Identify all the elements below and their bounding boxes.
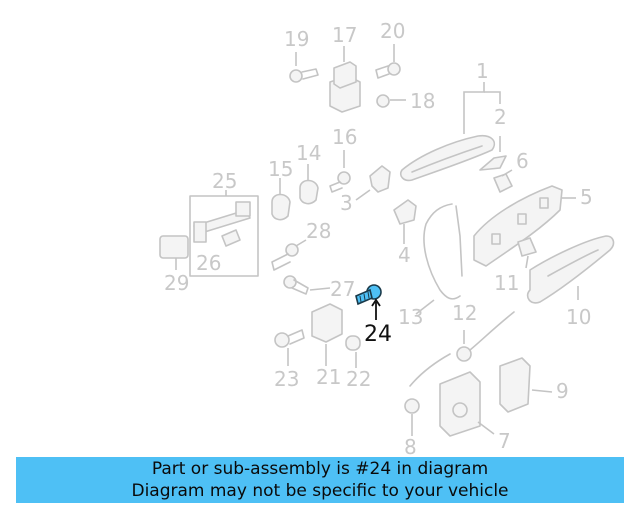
callout-21: 21 xyxy=(316,365,341,389)
callout-18: 18 xyxy=(410,89,435,113)
part-2-handle-cap xyxy=(479,136,507,171)
callout-9: 9 xyxy=(556,379,569,403)
callout-20: 20 xyxy=(380,19,405,43)
callout-4: 4 xyxy=(398,243,411,267)
part-27-bolt xyxy=(283,275,331,295)
callout-19: 19 xyxy=(284,27,309,51)
part-8-bolt xyxy=(404,398,420,436)
part-7-latch xyxy=(439,371,495,437)
part-14-pad xyxy=(299,164,319,205)
part-28-bolt xyxy=(271,239,307,271)
callout-7: 7 xyxy=(498,429,511,453)
callout-28: 28 xyxy=(306,219,331,243)
callout-14: 14 xyxy=(296,141,321,165)
callout-27: 27 xyxy=(330,277,355,301)
callout-25: 25 xyxy=(212,169,237,193)
part-17-hinge xyxy=(329,46,361,113)
callout-13: 13 xyxy=(398,305,423,329)
part-16-bolt xyxy=(329,150,351,193)
part-29-bumper xyxy=(159,235,189,270)
parts-diagram: 1 2 3 4 5 6 7 8 9 10 11 12 13 14 15 16 1… xyxy=(159,19,615,456)
part-4-cable-bracket xyxy=(393,199,417,244)
callout-6: 6 xyxy=(516,149,529,173)
callout-17: 17 xyxy=(332,23,357,47)
callout-29: 29 xyxy=(164,271,189,295)
callout-3: 3 xyxy=(340,191,353,215)
part-19-bolt xyxy=(289,52,319,83)
callout-26: 26 xyxy=(196,251,221,275)
info-banner: Part or sub-assembly is #24 in diagram D… xyxy=(16,457,624,503)
part-22-bushing xyxy=(345,335,361,368)
part-21-striker xyxy=(311,303,343,366)
callout-15: 15 xyxy=(268,157,293,181)
callout-5: 5 xyxy=(580,185,593,209)
part-9-actuator xyxy=(499,357,553,413)
callout-10: 10 xyxy=(566,305,591,329)
callout-23: 23 xyxy=(274,367,299,391)
part-24-bolt-highlighted xyxy=(355,284,382,320)
part-25-door-check xyxy=(189,190,259,277)
callout-16: 16 xyxy=(332,125,357,149)
part-10-inner-handle xyxy=(526,235,615,304)
part-13-rod xyxy=(415,203,463,315)
banner-line-part-number: Part or sub-assembly is #24 in diagram xyxy=(151,459,489,479)
callout-22: 22 xyxy=(346,367,371,391)
callout-labels: 1 2 3 4 5 6 7 8 9 10 11 12 13 14 15 16 1… xyxy=(164,19,593,456)
part-20-bolt xyxy=(375,44,401,79)
part-6-screw xyxy=(493,169,513,193)
part-11-screw xyxy=(517,237,537,269)
part-18-bushing xyxy=(376,94,406,108)
part-15-pad xyxy=(271,178,291,221)
part-12-cable xyxy=(409,311,515,387)
callout-2: 2 xyxy=(494,105,507,129)
callout-1: 1 xyxy=(476,59,489,83)
part-5-inner-frame xyxy=(473,185,576,267)
part-1-outer-handle xyxy=(399,82,501,182)
callout-24-highlighted: 24 xyxy=(364,322,392,347)
callout-8: 8 xyxy=(404,435,417,456)
banner-line-disclaimer: Diagram may not be specific to your vehi… xyxy=(131,481,509,501)
callout-11: 11 xyxy=(494,271,519,295)
part-23-bolt xyxy=(274,329,305,366)
callout-12: 12 xyxy=(452,301,477,325)
part-3-bracket xyxy=(355,165,391,201)
